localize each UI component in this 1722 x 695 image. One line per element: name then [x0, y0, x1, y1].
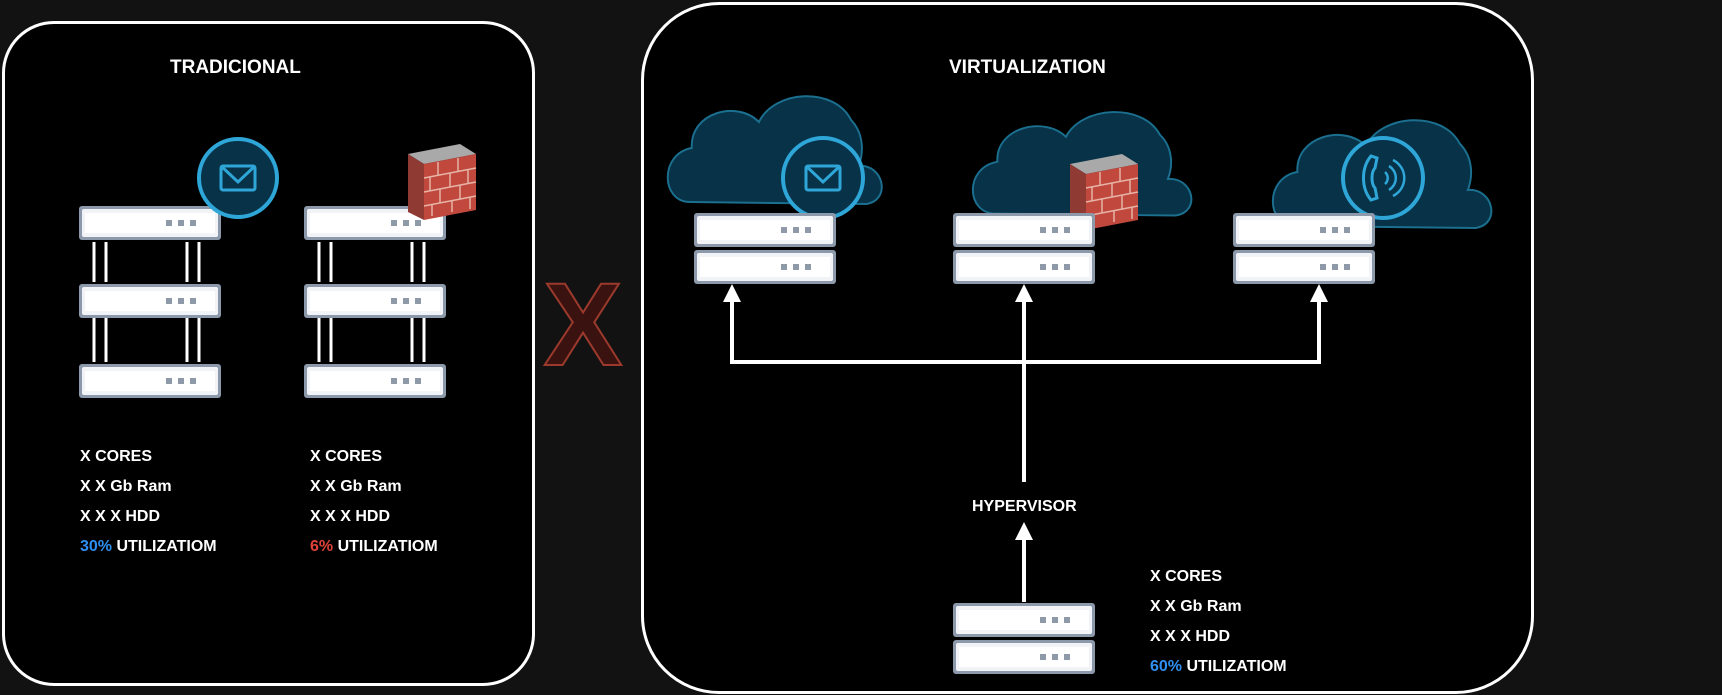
vm-server-firewall [953, 213, 1095, 284]
vm-server-voip [1233, 213, 1375, 284]
phone-icon [1341, 136, 1425, 220]
utilization-spec: 60% UTILIZATIOM [1150, 652, 1287, 682]
server-specs-mail: X CORES X X Gb Ram X X X HDD 30% UTILIZA… [80, 442, 217, 562]
traditional-panel [2, 21, 535, 686]
mail-icon [197, 137, 279, 219]
hdd-spec: X X X HDD [1150, 628, 1231, 645]
server-specs-firewall: X CORES X X Gb Ram X X X HDD 6% UTILIZAT… [310, 442, 438, 562]
hypervisor-label: HYPERVISOR [972, 498, 1077, 515]
utilization-percent: 60% [1150, 658, 1183, 675]
utilization-label: UTILIZATIOM [333, 538, 438, 555]
hdd-spec: X X X HDD [310, 508, 391, 525]
physical-host-server [953, 603, 1095, 674]
ram-spec: X X Gb Ram [1150, 598, 1242, 615]
hypervisor-connectors [730, 296, 1321, 602]
arrowheads [723, 284, 1328, 540]
utilization-label: UTILIZATIOM [112, 538, 217, 555]
utilization-spec: 30% UTILIZATIOM [80, 532, 217, 562]
vm-server-mail [694, 213, 836, 284]
utilization-label: UTILIZATIOM [1182, 658, 1287, 675]
utilization-percent: 6% [310, 538, 334, 555]
cores-spec: X CORES [80, 448, 153, 465]
cores-spec: X CORES [310, 448, 383, 465]
utilization-percent: 30% [80, 538, 113, 555]
traditional-title: TRADICIONAL [170, 57, 301, 78]
versus-mark: X [544, 259, 623, 391]
cores-spec: X CORES [1150, 568, 1223, 585]
server-stack-firewall [304, 206, 446, 398]
host-specs: X CORES X X Gb Ram X X X HDD 60% UTILIZA… [1150, 562, 1287, 682]
mail-icon [781, 136, 865, 220]
ram-spec: X X Gb Ram [310, 478, 402, 495]
firewall-icon [407, 143, 477, 221]
virtualization-title: VIRTUALIZATION [949, 57, 1106, 78]
server-stack-mail [79, 206, 221, 398]
utilization-spec: 6% UTILIZATIOM [310, 532, 438, 562]
ram-spec: X X Gb Ram [80, 478, 172, 495]
hdd-spec: X X X HDD [80, 508, 161, 525]
